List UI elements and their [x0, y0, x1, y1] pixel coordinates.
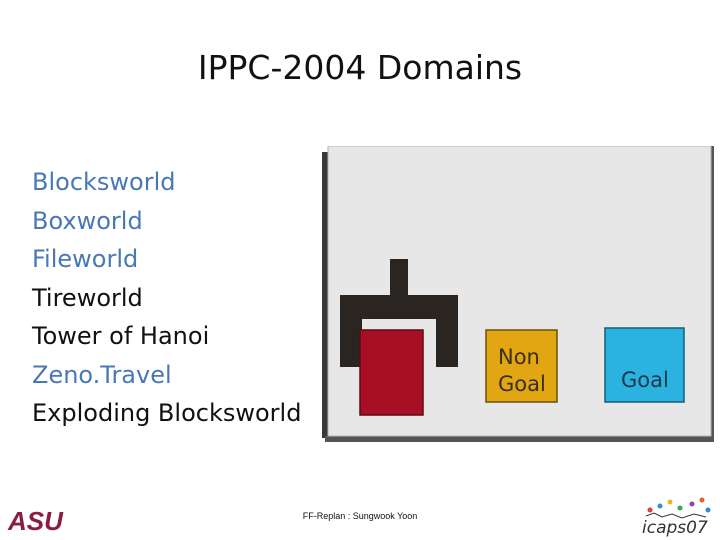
domain-item-exploding-blocksworld: Exploding Blocksworld — [32, 399, 302, 427]
panel-left-edge — [322, 152, 329, 438]
domain-item-fileworld[interactable]: Fileworld — [32, 245, 139, 273]
held-block — [359, 329, 424, 416]
asu-logo: ASU — [7, 506, 64, 534]
domain-item-boxworld[interactable]: Boxworld — [32, 206, 143, 235]
icaps-logo: icaps07 — [642, 497, 711, 538]
gripper-icon — [340, 259, 458, 367]
domain-item-zenotravel[interactable]: Zeno.Travel — [32, 360, 172, 389]
icaps-dots-decoration — [645, 497, 711, 519]
panel-bottom-edge — [325, 436, 713, 442]
domain-item-tower-of-hanoi: Tower of Hanoi — [32, 322, 210, 350]
non-goal-label-line2: Goal — [498, 372, 546, 396]
footer-text: FF-Replan : Sungwook Yoon — [302, 511, 418, 521]
goal-block: Goal — [604, 327, 685, 403]
non-goal-block: Non Goal — [485, 329, 558, 403]
domain-list: Blocksworld Boxworld Fileworld Tireworld… — [32, 163, 301, 433]
non-goal-label-line1: Non — [498, 345, 540, 369]
domain-item-blocksworld[interactable]: Blocksworld — [32, 168, 176, 196]
goal-label: Goal — [621, 368, 669, 392]
slide-title: IPPC-2004 Domains — [197, 48, 523, 87]
domain-item-tireworld: Tireworld — [32, 283, 143, 312]
blocksworld-figure: Non Goal Goal — [322, 146, 714, 442]
svg-text:icaps07: icaps07 — [642, 518, 708, 538]
svg-text:ASU: ASU — [7, 506, 64, 534]
